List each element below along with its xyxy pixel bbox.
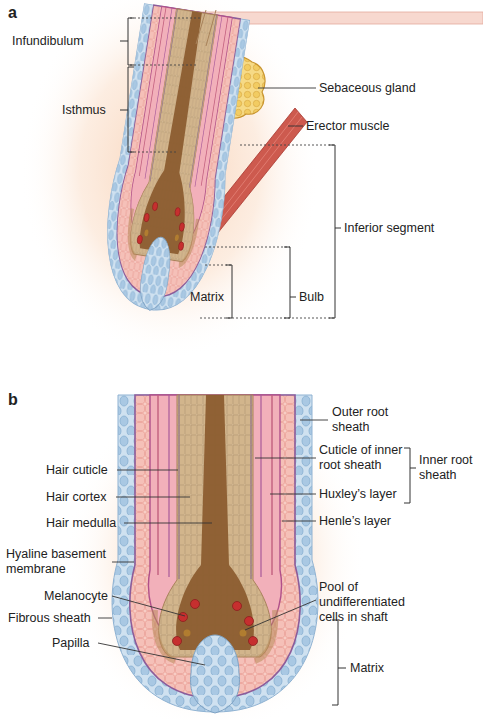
part-label: Hair medulla <box>46 516 136 531</box>
part-label: Papilla <box>52 636 112 651</box>
part-label: Erector muscle <box>306 119 436 134</box>
part-label: Outer root sheath <box>332 405 412 435</box>
part-label: Melanocyte <box>44 589 124 604</box>
part-label: Inner root sheath <box>419 453 481 483</box>
part-label: Sebaceous gland <box>319 81 449 96</box>
panel-letter: b <box>8 391 28 409</box>
leader-lines <box>98 420 328 665</box>
part-label: Isthmus <box>62 103 122 118</box>
panel-a-illustration <box>20 0 483 360</box>
part-label: Pool of undifferentiated cells in shaft <box>319 580 419 625</box>
part-label: Hyaline basement membrane <box>6 547 112 577</box>
part-label: Inferior segment <box>344 221 474 236</box>
part-label: Hair cuticle <box>46 463 126 478</box>
part-label: Matrix <box>190 290 230 305</box>
part-label: Huxley’s layer <box>319 487 429 502</box>
part-label: Matrix <box>350 661 410 676</box>
dashed-guides <box>130 18 335 318</box>
panel-letter: a <box>8 4 28 22</box>
part-label: Hair cortex <box>46 490 126 505</box>
brackets <box>120 18 341 318</box>
part-label: Henle’s layer <box>319 514 429 529</box>
panel-b-illustration <box>65 385 416 720</box>
part-label: Infundibulum <box>12 34 122 49</box>
brackets <box>332 448 416 705</box>
part-label: Bulb <box>299 290 359 305</box>
part-label: Cuticle of inner root sheath <box>319 443 407 473</box>
part-label: Fibrous sheath <box>8 611 103 626</box>
